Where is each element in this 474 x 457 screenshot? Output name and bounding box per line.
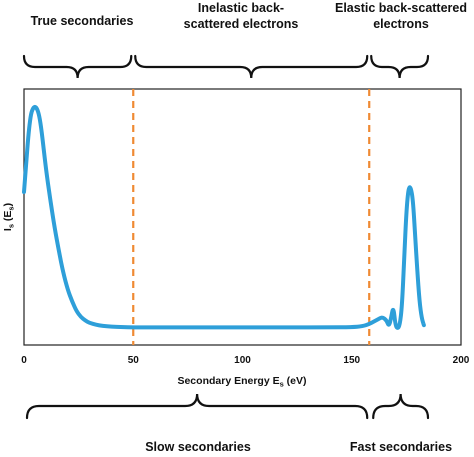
top-region-label: scattered electrons bbox=[184, 17, 299, 31]
x-tick-label: 100 bbox=[234, 355, 251, 366]
region-brace bbox=[134, 54, 369, 79]
y-axis-title-paren-subscript: s bbox=[7, 206, 16, 210]
x-axis-title-subscript: s bbox=[280, 380, 284, 389]
plot-frame bbox=[23, 88, 462, 346]
y-axis-title-paren: (E bbox=[2, 211, 14, 224]
x-tick-label: 150 bbox=[343, 355, 360, 366]
y-axis-title-subscript: s bbox=[7, 224, 16, 228]
region-brace bbox=[25, 393, 369, 420]
top-region-label: True secondaries bbox=[31, 14, 134, 28]
y-axis-title-main: I bbox=[2, 228, 14, 231]
region-brace bbox=[372, 393, 430, 420]
x-axis-title-main: Secondary Energy E bbox=[177, 375, 279, 387]
x-tick-label: 50 bbox=[128, 355, 140, 366]
x-tick-label: 200 bbox=[453, 355, 470, 366]
x-axis-title-unit: (eV) bbox=[284, 375, 307, 387]
bottom-region-label: Fast secondaries bbox=[350, 440, 452, 454]
region-brace bbox=[370, 54, 430, 79]
top-region-label: Elastic back-scattered bbox=[335, 1, 467, 15]
y-axis-title: Is (Es) bbox=[2, 203, 16, 231]
x-axis-title: Secondary Energy Es (eV) bbox=[177, 375, 306, 389]
x-tick-label: 0 bbox=[21, 355, 27, 366]
spectrum-series-line bbox=[22, 104, 426, 330]
bottom-region-label: Slow secondaries bbox=[145, 440, 251, 454]
y-axis-title-close: ) bbox=[2, 203, 14, 207]
top-region-label: Inelastic back- bbox=[198, 1, 284, 15]
region-brace bbox=[22, 54, 133, 79]
top-region-label: electrons bbox=[373, 17, 429, 31]
